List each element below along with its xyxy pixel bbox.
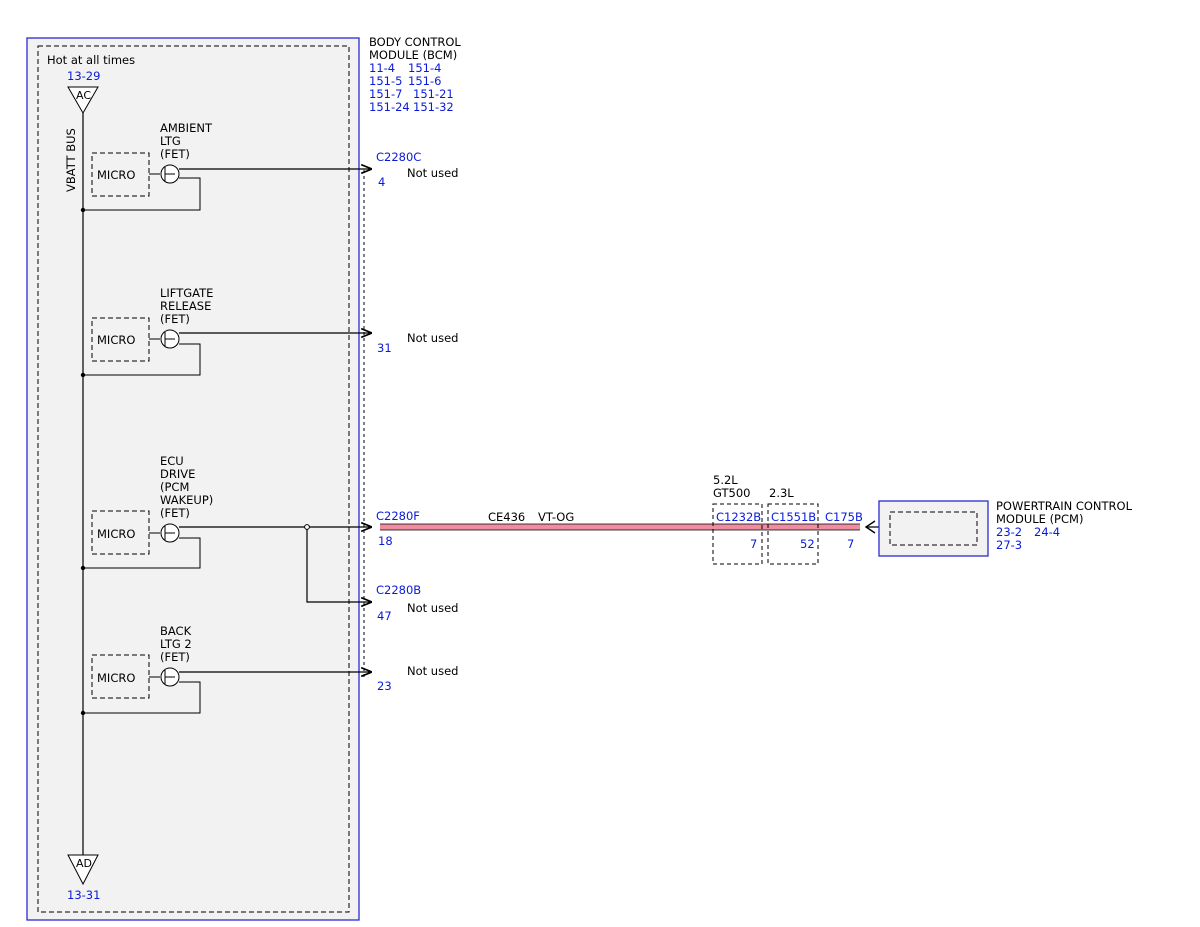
channel-label: (FET) bbox=[160, 506, 190, 520]
micro-label: MICRO bbox=[97, 527, 135, 541]
channel-label: (PCM bbox=[160, 480, 189, 494]
not-used-label: Not used bbox=[407, 331, 458, 345]
ad-ref: 13-31 bbox=[67, 888, 100, 902]
pcm-title-2: MODULE (PCM) bbox=[996, 512, 1083, 526]
inline-connector-c1232b bbox=[712, 503, 763, 565]
pin-number: 47 bbox=[377, 609, 392, 623]
micro-label: MICRO bbox=[97, 168, 135, 182]
inline-connector-c1551b bbox=[767, 503, 819, 565]
not-used-label: Not used bbox=[407, 664, 458, 678]
bcm-ref: 151-24 bbox=[369, 100, 410, 114]
micro-box bbox=[91, 510, 150, 555]
channel-label: WAKEUP) bbox=[160, 493, 213, 507]
channel-label: LTG bbox=[160, 134, 181, 148]
pin-number: 18 bbox=[378, 534, 393, 548]
not-used-label: Not used bbox=[407, 166, 458, 180]
pin-number: 7 bbox=[750, 537, 757, 551]
vbatt-bus-label: VBATT BUS bbox=[64, 128, 78, 192]
micro-box bbox=[91, 317, 150, 362]
ad-label: AD bbox=[76, 857, 92, 870]
ac-label: AC bbox=[76, 89, 91, 102]
channel-label: (FET) bbox=[160, 650, 190, 664]
micro-box bbox=[91, 152, 150, 197]
micro-label: MICRO bbox=[97, 671, 135, 685]
not-used-label: Not used bbox=[407, 601, 458, 615]
variant-label: 5.2L bbox=[713, 473, 738, 487]
channel-label: RELEASE bbox=[160, 299, 211, 313]
micro-label: MICRO bbox=[97, 333, 135, 347]
wire-color-label: VT-OG bbox=[538, 510, 574, 524]
bcm-title-1: BODY CONTROL bbox=[369, 35, 461, 49]
pcm-ref: 23-2 bbox=[996, 525, 1022, 539]
pcm-title-1: POWERTRAIN CONTROL bbox=[996, 499, 1133, 513]
channel-ambient: MICRO AMBIENT LTG (FET) C2280C 4 Not use… bbox=[80, 121, 458, 213]
channel-label: DRIVE bbox=[160, 467, 195, 481]
channel-label: (FET) bbox=[160, 147, 190, 161]
variant-label: 2.3L bbox=[769, 486, 794, 500]
connector-name: C2280B bbox=[376, 583, 421, 597]
bcm-ref: 151-4 bbox=[408, 61, 441, 75]
channel-label: LIFTGATE bbox=[160, 286, 213, 300]
pcm-inner-dashed bbox=[889, 511, 978, 546]
bcm-ref: 151-5 bbox=[369, 74, 402, 88]
pin-number: 31 bbox=[377, 341, 392, 355]
bcm-inner-dashed bbox=[37, 45, 350, 913]
pin-number: 52 bbox=[800, 537, 815, 551]
pin-number: 23 bbox=[377, 679, 392, 693]
channel-label: ECU bbox=[160, 454, 184, 468]
connector-name: C2280C bbox=[376, 150, 421, 164]
pin-number: 4 bbox=[378, 175, 385, 189]
channel-label: LTG 2 bbox=[160, 637, 192, 651]
connector-name: C2280F bbox=[376, 509, 420, 523]
pcm-ref: 27-3 bbox=[996, 538, 1022, 552]
channel-label: (FET) bbox=[160, 312, 190, 326]
wire-ce436 bbox=[380, 524, 860, 530]
wire-circuit-label: CE436 bbox=[488, 510, 525, 524]
channel-label: BACK bbox=[160, 624, 192, 638]
connector-name: C175B bbox=[825, 510, 863, 524]
bcm-module-box bbox=[26, 37, 360, 921]
channel-liftgate: MICRO LIFTGATE RELEASE (FET) 31 Not used bbox=[80, 286, 458, 378]
ac-triangle bbox=[67, 86, 99, 115]
bcm-ref: 151-6 bbox=[408, 74, 441, 88]
pcm-ref: 24-4 bbox=[1034, 525, 1060, 539]
hot-at-all-times-label: Hot at all times bbox=[47, 53, 135, 67]
ad-triangle bbox=[67, 854, 99, 886]
channel-back-ltg: MICRO BACK LTG 2 (FET) 23 Not used bbox=[80, 624, 458, 716]
bcm-ref: 151-32 bbox=[413, 100, 454, 114]
channel-label: AMBIENT bbox=[160, 121, 213, 135]
micro-box bbox=[91, 654, 150, 699]
bcm-ref: 151-21 bbox=[413, 87, 454, 101]
ac-ref: 13-29 bbox=[67, 69, 100, 83]
connector-name: C1551B bbox=[771, 510, 816, 524]
variant-label: GT500 bbox=[713, 486, 750, 500]
bcm-ref: 11-4 bbox=[369, 61, 395, 75]
channel-ecu-drive: MICRO ECU DRIVE (PCM WAKEUP) (FET) C2280… bbox=[80, 454, 420, 602]
bcm-title-2: MODULE (BCM) bbox=[369, 48, 457, 62]
pcm-module-box bbox=[878, 500, 989, 557]
connector-name: C1232B bbox=[716, 510, 761, 524]
bcm-ref: 151-7 bbox=[369, 87, 402, 101]
pin-number: 7 bbox=[847, 537, 854, 551]
